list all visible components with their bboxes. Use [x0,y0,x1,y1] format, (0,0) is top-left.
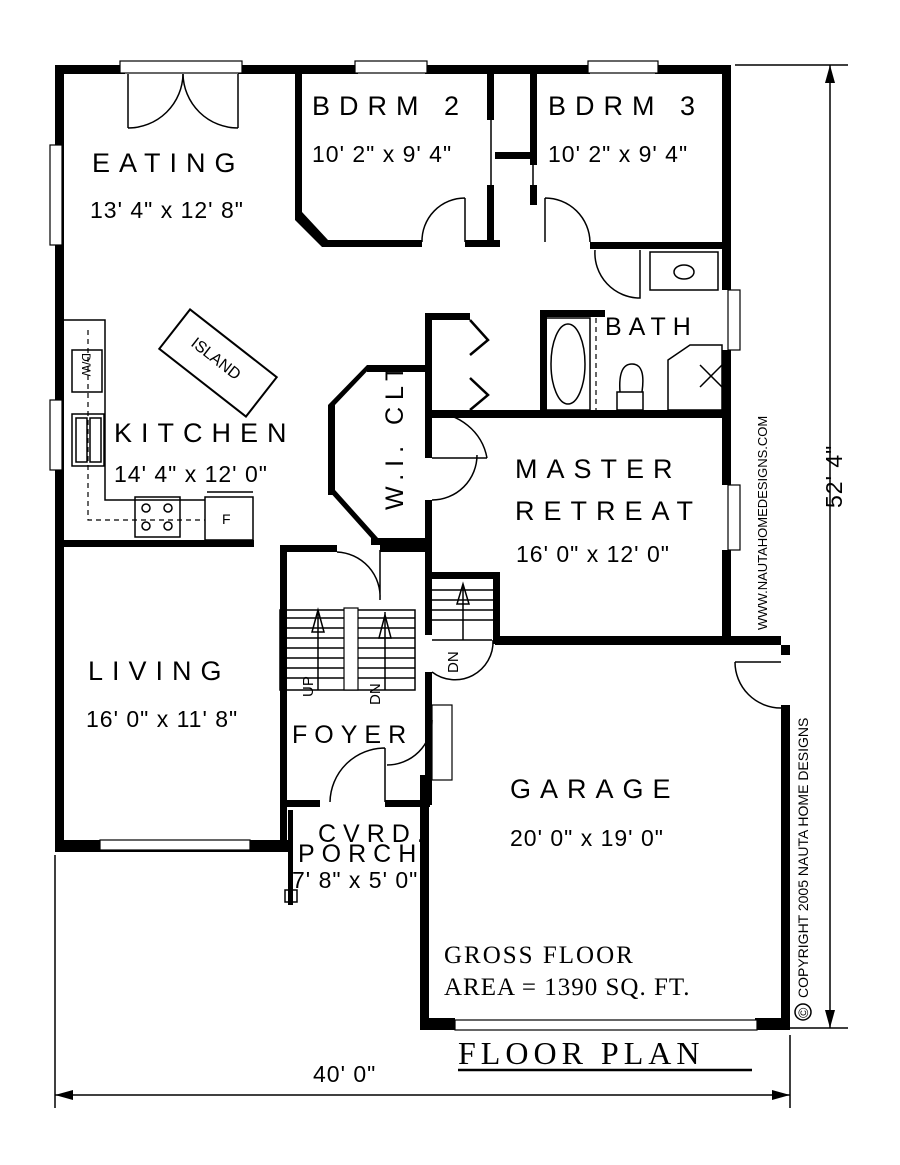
windows [49,60,758,1031]
stairs [279,581,493,691]
porch-label-1: CVRD. [318,820,431,848]
living-label: LIVING [88,656,231,686]
copyright-label: COPYRIGHT 2005 NAUTA HOME DESIGNS [795,718,811,998]
labels: EATING 13' 4" x 12' 8" BDRM 2 10' 2" x 9… [79,91,847,1087]
stair-dn-garage-label: DN [445,651,462,673]
fridge-label: F [222,511,231,527]
eating-size: 13' 4" x 12' 8" [90,197,244,223]
website-label: WWW.NAUTAHOMEDESIGNS.COM [755,416,770,630]
interior-walls [64,65,730,905]
gross-area-line2: AREA = 1390 SQ. FT. [444,974,691,1001]
garage-label: GARAGE [510,774,680,804]
garage-size: 20' 0" x 19' 0" [510,825,664,851]
bdrm2-size: 10' 2" x 9' 4" [312,141,452,167]
dimension-lines [54,64,848,1108]
copyright-symbol: © [795,1007,811,1018]
wic-label: W.I. CLT [381,359,409,510]
bdrm3-label: BDRM 3 [548,91,704,121]
kitchen-label: KITCHEN [114,418,296,448]
bath-fixtures [545,251,723,411]
bdrm3-size: 10' 2" x 9' 4" [548,141,688,167]
porch-label-2: PORCH [298,840,423,868]
depth-dimension: 52' 4" [821,445,847,508]
master-label-2: RETREAT [515,496,702,526]
gross-area-line1: GROSS FLOOR [444,942,635,969]
living-size: 16' 0" x 11' 8" [86,706,238,732]
dw-label: D/W [79,353,93,377]
doors [127,73,782,803]
eating-label: EATING [92,148,245,178]
master-size: 16' 0" x 12' 0" [516,541,670,567]
bath-label: BATH [605,313,698,341]
width-dimension: 40' 0" [313,1061,376,1087]
porch-size: 7' 8" x 5' 0" [292,867,418,893]
bdrm2-label: BDRM 2 [312,91,468,121]
plan-title: FLOOR PLAN [458,1035,704,1071]
stair-up-label: UP [300,676,317,697]
kitchen-size: 14' 4" x 12' 0" [114,461,268,487]
stair-dn-label: DN [367,683,384,705]
foyer-label: FOYER [292,721,413,749]
kitchen-fixtures [64,308,279,541]
master-label-1: MASTER [515,454,682,484]
